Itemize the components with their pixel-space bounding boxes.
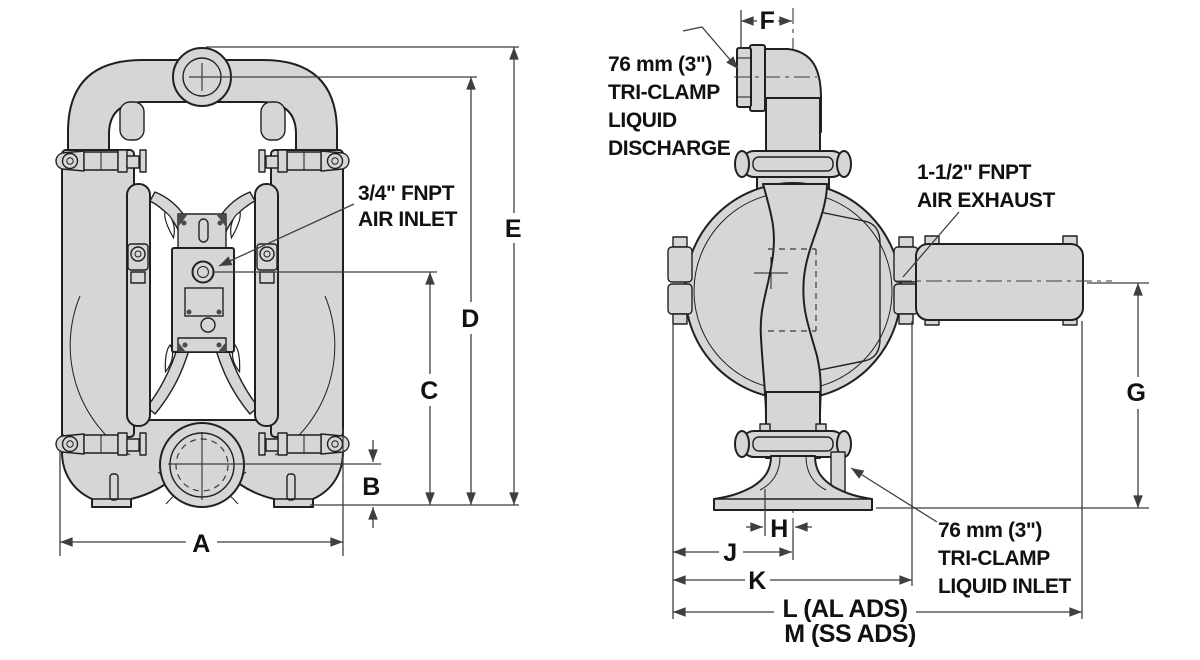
dim-label-h: H	[770, 515, 788, 543]
air-exhaust-muffler	[915, 243, 1084, 321]
callout-liquid-inlet-line-1: 76 mm (3")	[938, 519, 1042, 542]
dim-label-d: D	[461, 305, 479, 333]
arch-inner-lobe-left	[119, 101, 145, 141]
side-clamp-left	[667, 246, 693, 283]
dim-label-a: A	[192, 530, 210, 558]
callout-liquid-discharge: 76 mm (3") TRI-CLAMP LIQUID DISCHARGE	[608, 53, 731, 160]
callout-liquid-inlet: 76 mm (3") TRI-CLAMP LIQUID INLET	[938, 519, 1072, 598]
dim-label-m: M (SS ADS)	[784, 620, 916, 648]
outer-chamber-left	[61, 149, 135, 438]
lower-tri-clamp	[741, 430, 845, 458]
callout-air-inlet-line-2: AIR INLET	[358, 208, 458, 231]
dim-label-g: G	[1127, 379, 1146, 407]
foot-pin-left	[109, 473, 119, 501]
side-view-drawing	[667, 8, 1112, 530]
leader-lines	[218, 26, 960, 523]
callout-air-exhaust-line-1: 1-1/2" FNPT	[917, 161, 1032, 184]
air-exhaust-leader	[902, 211, 960, 278]
arch-inner-lobe-right	[260, 101, 286, 141]
callout-air-inlet-line-1: 3/4" FNPT	[358, 182, 455, 205]
callout-liquid-discharge-line-1: 76 mm (3")	[608, 53, 712, 76]
front-view-dimensions	[59, 46, 525, 557]
callout-liquid-inlet-line-2: TRI-CLAMP	[938, 547, 1050, 570]
dim-label-f: F	[760, 7, 775, 35]
chamber-band-right	[794, 206, 881, 376]
dim-label-b: B	[362, 473, 380, 501]
liquid-discharge-leader	[682, 26, 739, 70]
callout-liquid-discharge-line-2: TRI-CLAMP	[608, 81, 720, 104]
callout-liquid-discharge-line-4: DISCHARGE	[608, 137, 731, 160]
dim-label-c: C	[420, 377, 438, 405]
callout-air-exhaust-line-2: AIR EXHAUST	[917, 189, 1056, 212]
front-view-drawing	[55, 47, 350, 508]
upper-tri-clamp	[741, 150, 845, 178]
dimension-labels: A B C D E F G H J K L (AL ADS) M (SS ADS…	[192, 7, 1146, 648]
dim-label-e: E	[505, 215, 521, 243]
outer-chamber-right	[270, 149, 344, 438]
callout-air-exhaust: 1-1/2" FNPT AIR EXHAUST	[917, 161, 1056, 212]
dim-label-j: J	[723, 539, 736, 567]
callout-liquid-inlet-line-3: LIQUID INLET	[938, 575, 1071, 598]
foot-pin-right	[286, 473, 296, 501]
discharge-clamp-ring	[749, 44, 766, 112]
callout-air-inlet: 3/4" FNPT AIR INLET	[358, 182, 458, 231]
dim-label-l: L (AL ADS)	[782, 595, 907, 623]
side-view-dimensions	[672, 8, 1149, 623]
inlet-bell-foot	[713, 455, 873, 511]
dim-label-k: K	[748, 567, 766, 595]
callout-liquid-discharge-line-3: LIQUID	[608, 109, 677, 132]
air-inlet-leader	[218, 203, 355, 267]
liquid-inlet-leader	[850, 467, 938, 523]
air-inlet-port	[191, 260, 215, 284]
